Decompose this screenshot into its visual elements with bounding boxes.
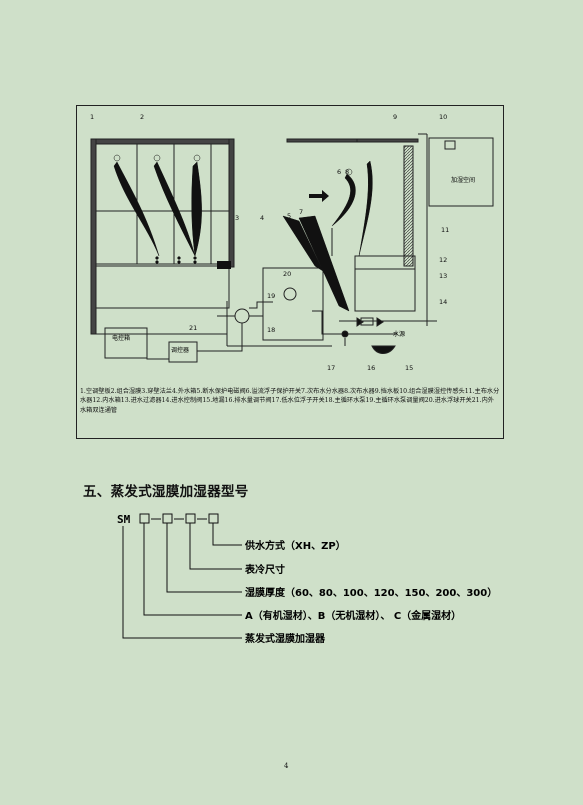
callout: 1 <box>90 113 94 121</box>
callout: 5 <box>287 212 291 220</box>
supply-pipes <box>312 228 437 354</box>
model-label-film-thickness: 湿膜厚度（60、80、100、120、150、200、300） <box>245 586 497 599</box>
callout: 7 <box>299 208 303 216</box>
callout: 14 <box>439 298 447 306</box>
callout-numbers: 1 2 3 4 5 6 7 8 9 10 11 12 13 14 15 16 1… <box>90 113 449 372</box>
water-source-label: 水源 <box>393 330 405 338</box>
code-box <box>162 513 173 524</box>
system-diagram-frame: 电控箱 调控器 加湿空间 <box>76 105 504 439</box>
callout: 20 <box>283 270 291 278</box>
model-code-prefix: SM <box>117 513 131 526</box>
outer-water-tank <box>262 267 324 341</box>
code-box <box>185 513 196 524</box>
control-box-label: 电控箱 <box>112 334 130 342</box>
system-diagram: 电控箱 调控器 加湿空间 <box>90 113 494 372</box>
callout: 19 <box>267 292 275 300</box>
code-boxes <box>139 513 219 524</box>
callout: 12 <box>439 256 447 264</box>
diagram-legend: 1.空调壁板2.组合湿膜3.穿壁法兰4.外水箱5.断水保护电磁阀6.溢流浮子保护… <box>80 388 500 414</box>
callout: 18 <box>267 326 275 334</box>
regulator-box-label: 调控器 <box>171 346 189 354</box>
model-label-coil-size: 表冷尺寸 <box>244 563 285 576</box>
airflow-arrow-icon <box>309 190 329 202</box>
callout: 16 <box>367 364 375 372</box>
wet-film-media <box>113 154 202 264</box>
callout: 8 <box>345 168 349 176</box>
callout: 21 <box>189 324 197 332</box>
model-label-product: 蒸发式湿膜加湿器 <box>245 632 326 645</box>
humid-space-label: 加湿空间 <box>451 176 475 184</box>
callout: 11 <box>441 226 449 234</box>
regulator-box <box>168 341 198 363</box>
right-unit <box>286 133 494 326</box>
code-box <box>139 513 150 524</box>
leader-lines <box>122 523 242 639</box>
callout: 9 <box>393 113 397 121</box>
callout: 13 <box>439 272 447 280</box>
wall-flange <box>217 261 231 269</box>
control-box <box>104 327 148 359</box>
callout: 4 <box>260 214 264 222</box>
callout: 17 <box>327 364 335 372</box>
callout: 10 <box>439 113 447 121</box>
model-label-water-supply: 供水方式（XH、ZP） <box>244 539 346 552</box>
callout: 3 <box>235 214 239 222</box>
callout: 15 <box>405 364 413 372</box>
model-label-media-type: A（有机湿材）、B（无机湿材）、 C（金属湿材） <box>245 609 461 622</box>
section-title: 五、蒸发式湿膜加湿器型号 <box>83 484 249 500</box>
callout: 6 <box>337 168 341 176</box>
ac-wall-panel <box>90 138 235 335</box>
secondary-media <box>282 160 373 312</box>
callout: 2 <box>140 113 144 121</box>
code-box <box>208 513 219 524</box>
page-number: 4 <box>284 762 289 770</box>
